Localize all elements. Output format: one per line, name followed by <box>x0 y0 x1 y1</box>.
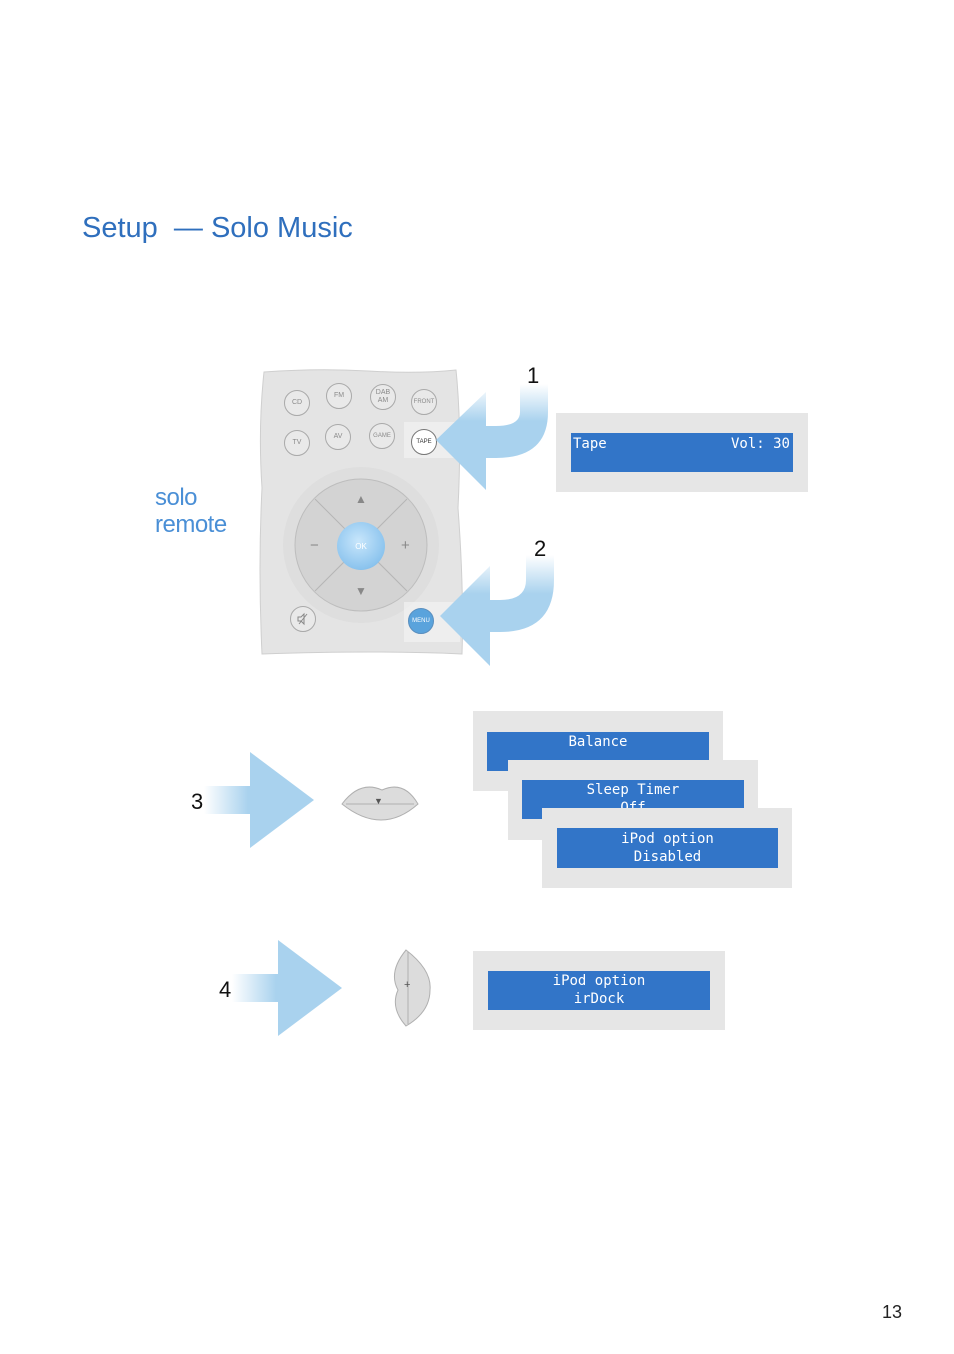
av-button[interactable]: AV <box>325 424 351 450</box>
down-key-symbol: ▼ <box>374 796 383 806</box>
straight-arrow-4 <box>232 940 342 1036</box>
cd-button[interactable]: CD <box>284 390 310 416</box>
step-4-label: 4 <box>219 977 232 1002</box>
curved-arrow-1 <box>436 384 548 490</box>
display-ipod-disabled-line2: Disabled <box>633 849 702 865</box>
down-key-icon <box>341 786 419 821</box>
fm-button[interactable]: FM <box>326 383 352 409</box>
solo-remote-logo: solo remote <box>155 484 227 538</box>
display-ipod-irdock-line2: irDock <box>573 991 625 1007</box>
page-number: 13 <box>882 1302 903 1322</box>
display-ipod-irdock-frame: iPod option irDock <box>473 951 725 1030</box>
page-title: Setup — Solo Music <box>82 212 353 244</box>
plus-key-symbol: + <box>404 979 411 991</box>
front-button[interactable]: FRONT <box>411 389 437 415</box>
step-3-label: 3 <box>191 789 204 814</box>
dab-am-button[interactable]: DAB AM <box>370 384 396 410</box>
mute-icon <box>297 612 308 626</box>
tape-button[interactable]: TAPE <box>411 429 437 455</box>
step-2-label: 2 <box>534 536 547 561</box>
dpad-plus[interactable]: + <box>401 537 410 554</box>
display-ipod-disabled-frame: iPod option Disabled <box>542 808 792 888</box>
display-ipod-irdock: iPod option irDock <box>488 971 710 1010</box>
mute-button[interactable] <box>290 606 316 632</box>
display-tape-volume: Vol: 30 <box>730 436 790 452</box>
plus-key-icon <box>393 949 431 1027</box>
step-1-label: 1 <box>527 363 540 388</box>
display-ipod-irdock-line1: iPod option <box>552 973 646 989</box>
brand-line-1: solo <box>155 484 198 511</box>
game-button[interactable]: GAME <box>369 423 395 449</box>
tv-button[interactable]: TV <box>284 430 310 456</box>
dpad-minus[interactable]: − <box>310 537 319 554</box>
display-sleep-line1: Sleep Timer <box>586 782 680 798</box>
display-ipod-disabled-line1: iPod option <box>621 831 714 847</box>
display-ipod-disabled: iPod option Disabled <box>557 828 778 868</box>
dpad-up-icon[interactable]: ▲ <box>355 492 367 506</box>
display-tape-source: Tape <box>573 436 607 452</box>
display-balance-line1: Balance <box>568 734 628 750</box>
display-tape-frame: Tape Vol: 30 <box>556 413 808 492</box>
remote-control: CD FM DAB AM FRONT TV AV GAME TAPE ▲ ▼ −… <box>258 368 468 658</box>
dab-label: DAB <box>375 389 391 396</box>
dpad-down-icon[interactable]: ▼ <box>355 584 367 598</box>
brand-line-2: remote <box>155 511 227 538</box>
display-tape: Tape Vol: 30 <box>571 433 793 472</box>
curved-arrow-2 <box>440 555 554 666</box>
straight-arrow-3 <box>204 752 314 848</box>
menu-button[interactable]: MENU <box>408 608 434 634</box>
ok-button[interactable]: OK <box>337 522 385 570</box>
am-label: AM <box>377 397 389 404</box>
